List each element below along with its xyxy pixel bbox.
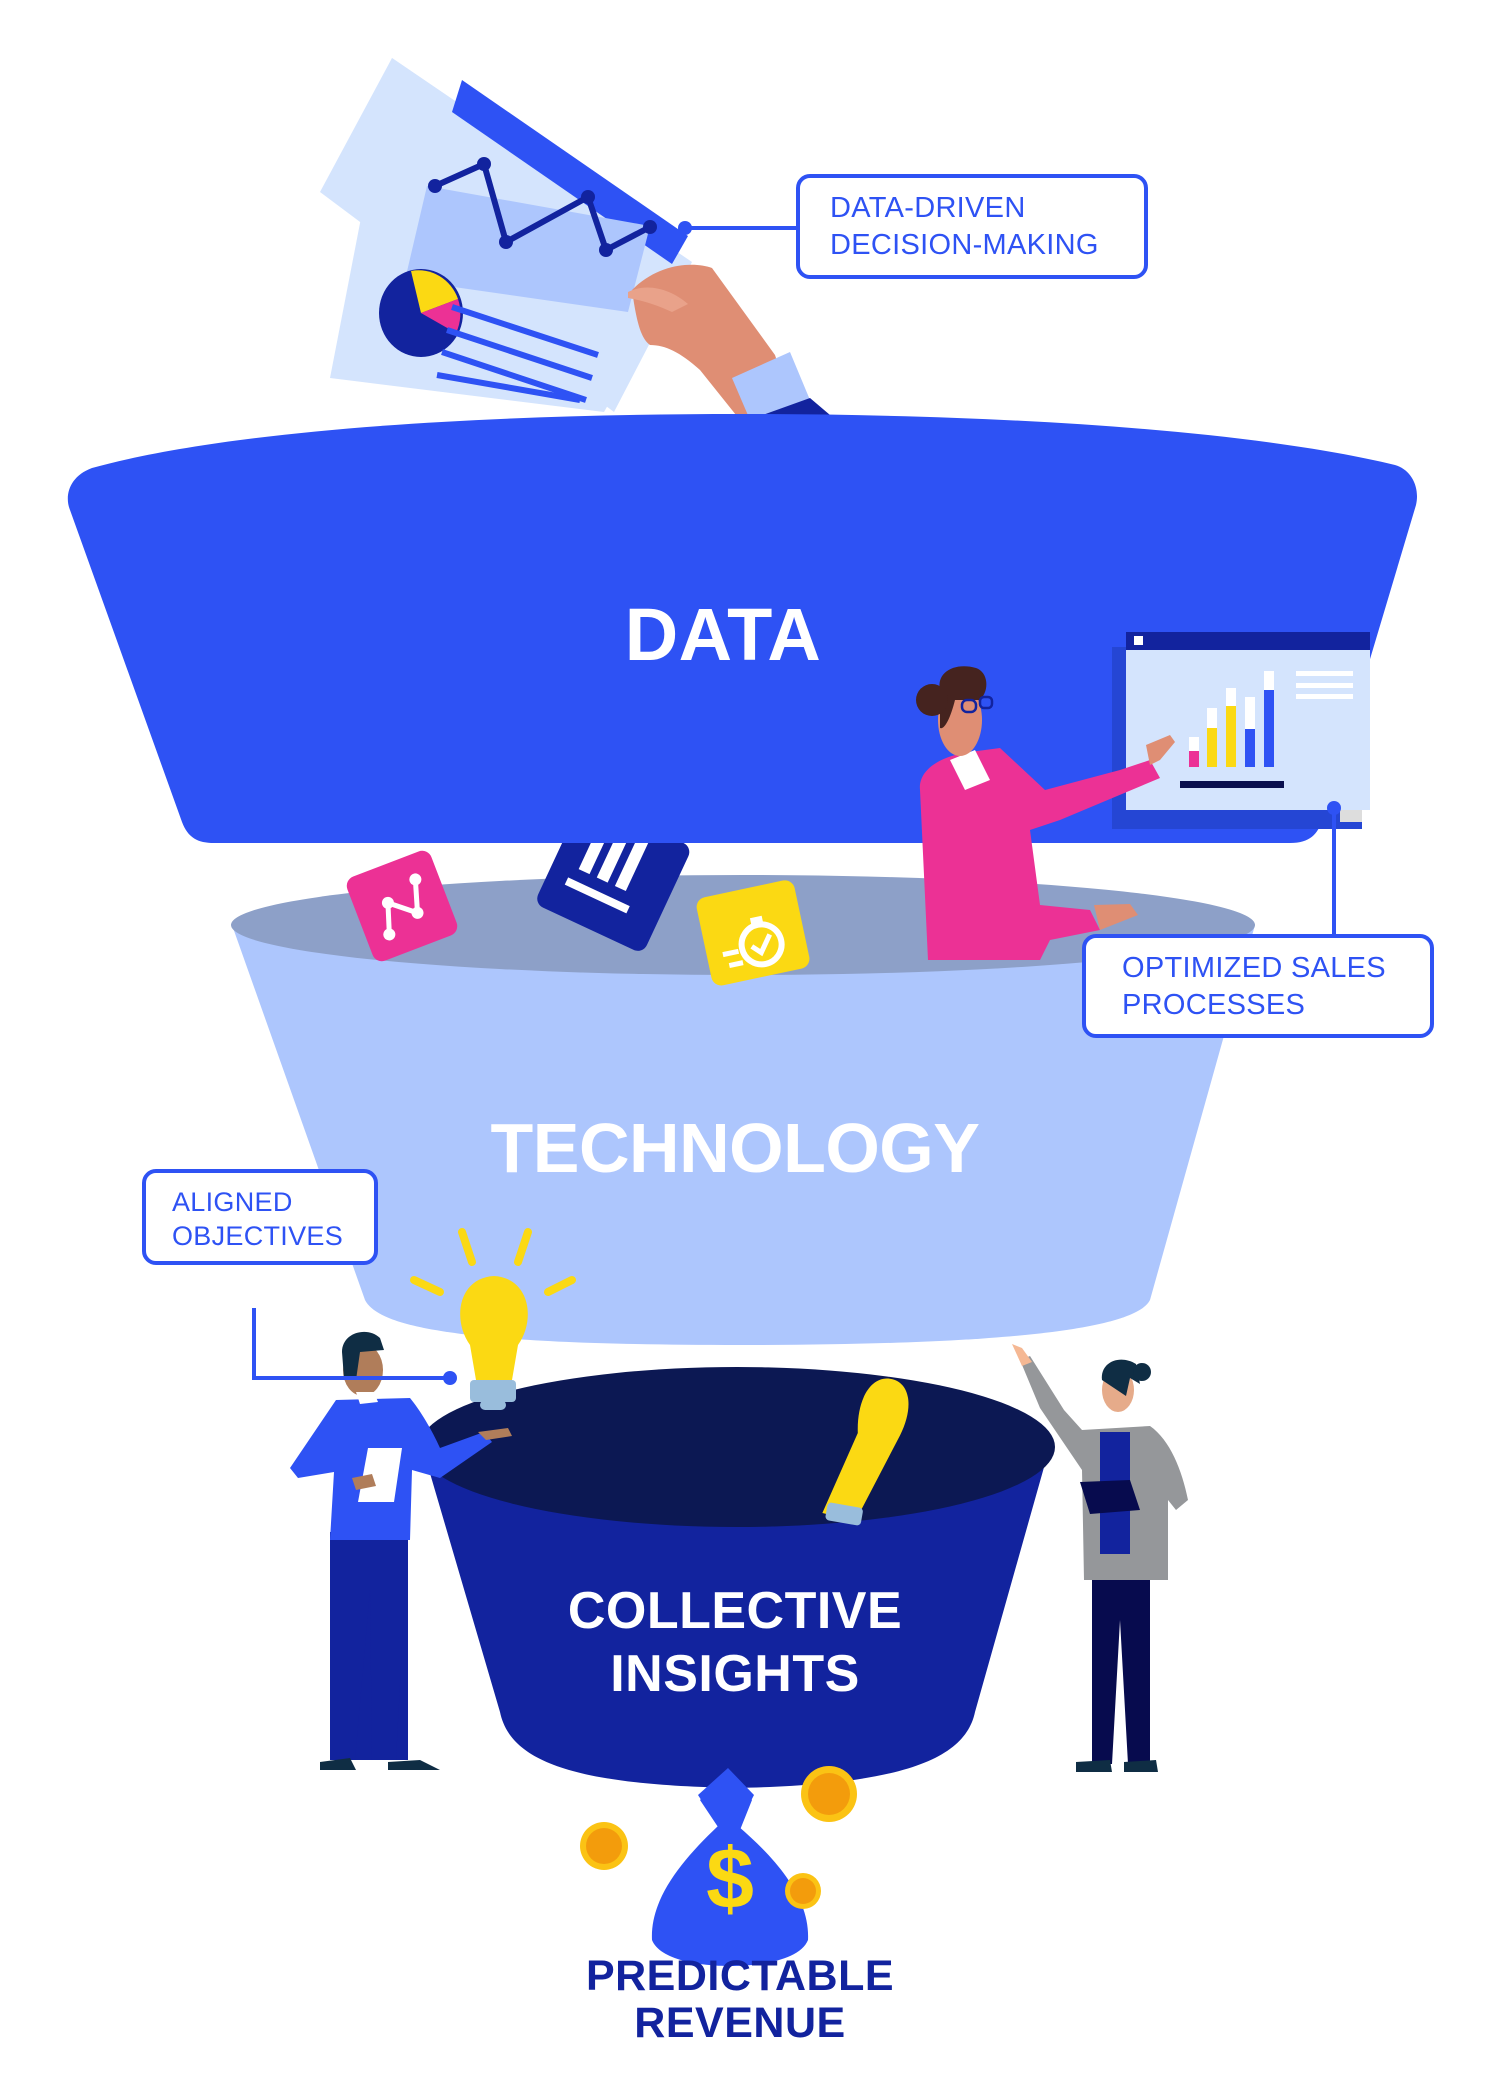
callout-data-driven-decision-making: DATA-DRIVEN DECISION-MAKING	[796, 174, 1148, 279]
connector-dot	[1327, 801, 1341, 815]
connector-dot	[678, 221, 692, 235]
callout-line: DATA-DRIVEN	[830, 192, 1026, 224]
callout-line: ALIGNED	[172, 1187, 293, 1217]
man-with-clipboard	[290, 1331, 512, 1770]
hand-holding-report	[628, 264, 830, 430]
funnel-stage-data	[67, 414, 1418, 843]
callout-aligned-objectives: ALIGNED OBJECTIVES	[142, 1169, 378, 1265]
insights-line-2: INSIGHTS	[610, 1644, 860, 1703]
lightbulb-aligned-objectives-icon	[410, 1228, 576, 1410]
callout-line: DECISION-MAKING	[830, 229, 1099, 261]
revenue-line-1: PREDICTABLE	[585, 1952, 895, 2000]
line-graph-tile-icon	[346, 850, 458, 962]
callout-optimized-sales-processes: OPTIMIZED SALES PROCESSES	[1082, 934, 1434, 1038]
report-document	[320, 58, 692, 412]
stopwatch-tile-icon	[696, 880, 810, 986]
presentation-board	[1112, 632, 1370, 829]
callout-line: PROCESSES	[1122, 989, 1306, 1021]
callout-line: OPTIMIZED SALES	[1122, 952, 1386, 984]
connector-dot	[443, 1371, 457, 1385]
woman-with-tablet	[1012, 1344, 1188, 1772]
money-bag-dollar-icon: $	[580, 1766, 857, 1966]
lightbulb-icon	[822, 1378, 909, 1526]
callout-connectors	[252, 226, 1336, 1380]
revenue-line-2: REVENUE	[634, 1999, 846, 2048]
presenter-woman	[916, 666, 1175, 960]
stage-label-technology: TECHNOLOGY	[490, 1109, 980, 1187]
stage-label-data: DATA	[624, 593, 822, 676]
callout-line: OBJECTIVES	[172, 1221, 344, 1251]
insights-line-1: COLLECTIVE	[567, 1582, 903, 1640]
stage-label-insights: COLLECTIVE INSIGHTS	[500, 1584, 970, 1701]
output-label-predictable-revenue: PREDICTABLE REVENUE	[540, 1952, 940, 2048]
dollar-sign-icon: $	[706, 1831, 754, 1927]
funnel-stage-insights	[419, 1367, 1055, 1788]
